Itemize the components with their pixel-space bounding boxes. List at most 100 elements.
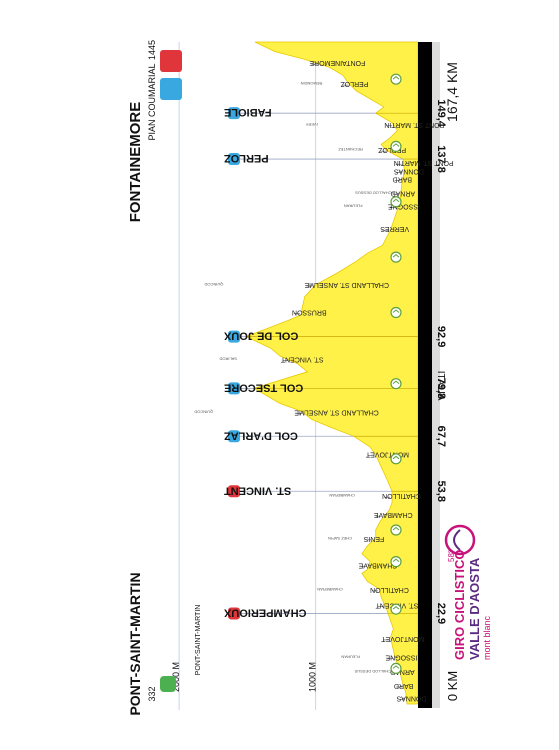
- locality-label: BARD: [393, 175, 412, 182]
- profile-area: [244, 41, 419, 705]
- climb-label: PERLOZ: [224, 152, 269, 164]
- locality-label: MONTJOVET: [381, 635, 425, 642]
- locality-label: DONNAS: [394, 168, 424, 175]
- race-logo-graphic: 58° GIRO CICLISTICO VALLE D'AOSTA mont b…: [444, 524, 492, 660]
- locality-sub-label: RECHANTEZ: [338, 147, 363, 152]
- locality-sub-label: QUINCOD: [194, 409, 213, 414]
- climb-label: FABIOLE: [224, 106, 272, 118]
- recycle-arrow-icon: [392, 558, 400, 563]
- recycle-arrow-icon: [392, 380, 400, 385]
- finish-km-label: 167,4 KM: [444, 62, 460, 122]
- finish-altitude-label: 1445: [147, 40, 157, 60]
- locality-label: CHALLAND ST. ANSELME: [304, 281, 389, 288]
- locality-label: PONT ST. MARTIN: [394, 159, 454, 166]
- locality-label: ISSOGNE: [385, 654, 417, 661]
- locality-sub-label: IVERY: [305, 122, 317, 127]
- locality-label: MONTJOVET: [365, 450, 409, 457]
- climb-marker-icon: [228, 153, 240, 166]
- climb-label: COL D'ARLAZ: [224, 429, 298, 441]
- km-marker-label: 92,9: [435, 326, 447, 347]
- locality-label: CHAMBAVE: [358, 561, 397, 568]
- locality-sub-label: REMONDIN: [301, 81, 323, 86]
- km-marker-label: 53,8: [435, 481, 447, 502]
- km-marker-label: 22,9: [435, 603, 447, 624]
- start-altitude-label: 332: [147, 686, 157, 701]
- climb-label: COL TSECORE: [224, 381, 303, 393]
- sprint-marker-icon: [228, 607, 240, 620]
- locality-label: DONNAS: [396, 694, 426, 701]
- recycle-zone-icon: [390, 140, 402, 153]
- recycle-arrow-icon: [392, 455, 400, 460]
- finish-flag-icon: [160, 50, 182, 72]
- locality-label: CHATILLON: [382, 492, 421, 499]
- locality-label: CHAMBAVE: [374, 511, 413, 518]
- locality-label: ARNAD: [390, 668, 415, 675]
- locality-sub-label: FLEURAN: [341, 655, 360, 660]
- locality-label: PONT ST. MARTIN: [384, 121, 444, 128]
- recycle-arrow-icon: [392, 253, 400, 258]
- logo-mountain-icon: [453, 529, 461, 551]
- logo-edition: 58°: [447, 550, 456, 562]
- climb-label: CHAMPERIOUX: [223, 606, 306, 618]
- recycle-arrow-icon: [392, 143, 400, 147]
- locality-sub-label: FLEURAN: [344, 204, 363, 209]
- recycle-zone-icon: [390, 524, 402, 536]
- km-marker-label: 149,4: [435, 99, 447, 127]
- locality-label: BARD: [394, 682, 413, 689]
- recycle-arrow-icon: [392, 665, 400, 669]
- climb-marker-icon: [228, 430, 240, 443]
- start-town-label: PONT-SAINT-MARTIN: [195, 605, 202, 676]
- recycle-zone-icon: [390, 556, 402, 568]
- locality-sub-label: SALIROD: [219, 357, 237, 362]
- km-marker-label: 137,8: [435, 145, 447, 173]
- locality-sub-label: ECHALLOD DESSUS: [354, 669, 393, 674]
- logo-line3: mont blanc: [482, 615, 492, 660]
- finish-sub-label: PIAN COUMARIAL: [147, 63, 157, 140]
- logo-line2: VALLE D'AOSTA: [467, 557, 482, 660]
- start-marker-icon: [160, 676, 176, 692]
- locality-label: CHATILLON: [370, 586, 409, 593]
- locality-sub-label: ECHALLOD DESSUS: [355, 191, 394, 196]
- recycle-zone-icon: [390, 603, 402, 615]
- locality-sub-label: QUINCOD: [204, 282, 223, 287]
- locality-label: BRUSSON: [292, 308, 327, 315]
- finish-name-label: FONTAINEMORE: [127, 102, 144, 223]
- locality-label: ST. VINCENT: [280, 356, 324, 363]
- climb-marker-icon: [228, 330, 240, 343]
- recycle-arrow-icon: [392, 309, 400, 313]
- recycle-zone-icon: [390, 662, 402, 675]
- locality-label: ARNAD: [391, 190, 416, 197]
- recycle-zone-icon: [390, 306, 402, 319]
- recycle-zone-icon: [390, 453, 402, 465]
- sprint-marker-icon: [228, 485, 240, 498]
- climb-marker-icon: [228, 107, 240, 120]
- recycle-arrow-icon: [392, 198, 400, 203]
- climb-label: ST. VINCENT: [224, 484, 292, 496]
- locality-label: FENIS: [363, 535, 384, 542]
- logo-wheel-icon: [444, 524, 476, 556]
- recycle-zone-icon: [390, 251, 402, 263]
- locality-label: ISSOGNE: [388, 203, 420, 210]
- recycle-arrow-icon: [392, 605, 400, 610]
- altitude-tick-label: 1000 M: [308, 662, 318, 692]
- km-marker-label: 79,8: [435, 378, 447, 399]
- locality-sub-label: CHAMBERAN: [317, 587, 343, 592]
- start-km-label: 0 KM: [445, 671, 460, 701]
- recycle-zone-icon: [390, 378, 402, 390]
- locality-label: VERRES: [380, 225, 409, 232]
- climb-label: COL DE JOUX: [223, 330, 298, 342]
- locality-label: PERLOZ: [340, 80, 369, 87]
- race-logo: 58° GIRO CICLISTICO VALLE D'AOSTA mont b…: [440, 520, 500, 680]
- altitude-bar: [418, 42, 432, 708]
- distance-strip: [432, 42, 440, 708]
- recycle-arrow-icon: [392, 526, 400, 531]
- locality-sub-label: CHAMBERAN: [329, 493, 355, 498]
- locality-sub-label: CHEZ SAPIN: [328, 536, 352, 541]
- recycle-zone-icon: [390, 73, 402, 85]
- climb-marker-icon: [228, 382, 240, 395]
- km-marker-label: 67,7: [435, 426, 447, 447]
- start-name-label: PONT-SAINT-MARTIN: [127, 572, 143, 715]
- locality-label: CHALLAND ST. ANSELME: [294, 408, 379, 415]
